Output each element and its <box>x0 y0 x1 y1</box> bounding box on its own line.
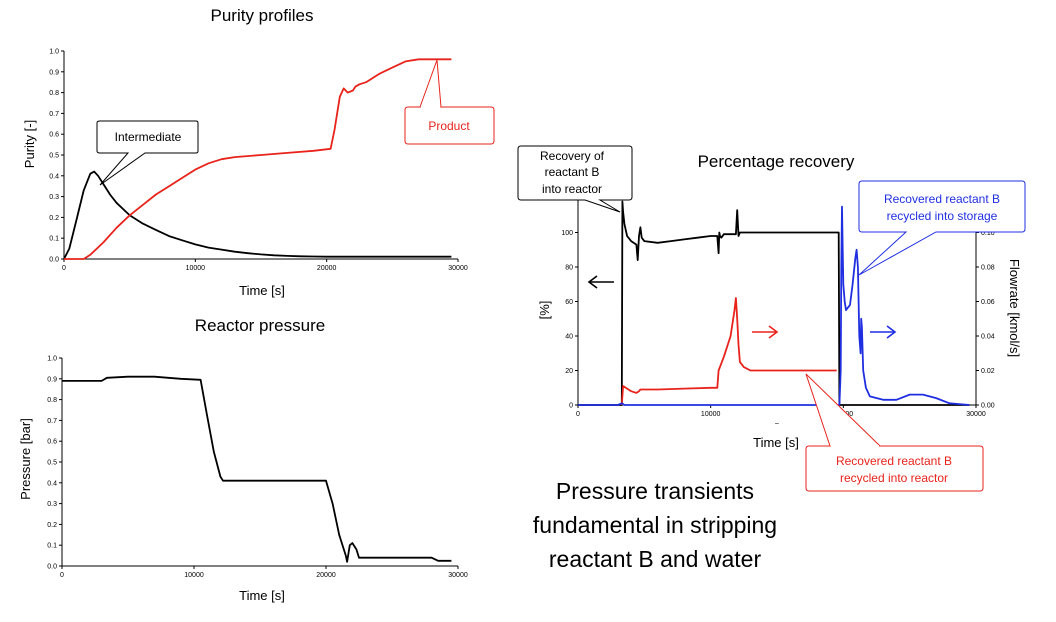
statement-line: fundamental in stripping <box>532 512 778 538</box>
y-tick-label: 0.1 <box>47 543 57 550</box>
x-tick-label: 10000 <box>186 265 206 272</box>
y-tick-label: 0.9 <box>47 376 57 383</box>
chart-title: Percentage recovery <box>698 152 855 171</box>
x-tick-label: 10000 <box>701 411 721 418</box>
y-tick-label: 0.1 <box>49 236 59 243</box>
y-tick-label: 0.8 <box>47 397 57 404</box>
plot-lines <box>62 375 452 563</box>
plot-lines <box>63 58 452 260</box>
callout-label-line: Recovery of <box>540 149 605 163</box>
y-tick-label: 0.8 <box>49 90 59 97</box>
percentage-recovery-chart: Percentage recovery Time [s] [%] Flowrat… <box>537 152 1022 450</box>
x-axis-label: Time [s] <box>239 283 285 298</box>
y-tick-label: 0.6 <box>49 132 59 139</box>
series-line-intermediate <box>63 170 452 260</box>
y-tick-label: 0.0 <box>49 257 59 264</box>
chart-title: Reactor pressure <box>195 316 325 335</box>
series-line-recovery-of-reactant-b-into-reactor <box>578 200 970 406</box>
y2-tick-label: 0.10 <box>981 230 995 237</box>
callout-product: Product <box>404 59 495 145</box>
y-tick-label: 0.0 <box>47 564 57 571</box>
callout-label-line: recycled into reactor <box>840 471 948 485</box>
key-statement: Pressure transients fundamental in strip… <box>505 474 805 576</box>
axes: 0 10000 20000 30000 0.0 0.1 0.2 0.3 0.4 0.5 0.6 0.7… <box>49 49 468 273</box>
callout-label: Product <box>428 119 470 133</box>
y-tick-label: 0.7 <box>49 111 59 118</box>
callout-label-line: Recovered reactant B <box>884 192 1000 206</box>
x-tick-label: 0 <box>62 265 66 272</box>
y-tick-label: 20 <box>565 368 573 375</box>
callout-recovery-into-reactor: Recovery of reactant B into reactor <box>517 145 633 213</box>
y-tick-label: 0.5 <box>49 153 59 160</box>
red-right-axis-arrow <box>752 325 779 339</box>
callout-label: Intermediate <box>115 130 182 144</box>
callout-intermediate: Intermediate <box>96 120 199 186</box>
y-tick-label: 0.6 <box>47 439 57 446</box>
y2-tick-label: 0.08 <box>981 265 995 272</box>
x-tick-label: 30000 <box>448 572 468 579</box>
left-axis-arrow <box>587 275 614 289</box>
y2-tick-label: 0.06 <box>981 299 995 306</box>
reactor-pressure-chart: Reactor pressure Time [s] Pressure [bar]… <box>18 316 468 603</box>
y-axis-label: [%] <box>537 301 552 320</box>
y-tick-label: 1.0 <box>47 356 57 363</box>
y-tick-label: 0.3 <box>47 501 57 508</box>
y2-tick-label: 0.02 <box>981 368 995 375</box>
x-tick-label: 10000 <box>184 572 204 579</box>
y-axis-label: Purity [-] <box>22 120 37 168</box>
y-tick-label: 0 <box>569 403 573 410</box>
y-tick-label: 40 <box>565 334 573 341</box>
y-tick-label: 0.5 <box>47 460 57 467</box>
y2-axis-label: Flowrate [kmol/s] <box>1007 259 1022 357</box>
chart-title: Purity profiles <box>211 6 314 25</box>
x-tick-label: 0 <box>576 411 580 418</box>
y-tick-label: 0.4 <box>47 480 57 487</box>
x-tick-label: 30000 <box>966 411 986 418</box>
callout-recycled-into-reactor: Recovered reactant B recycled into react… <box>805 373 984 492</box>
x-tick-label: 20000 <box>316 572 336 579</box>
y-tick-label: 0.4 <box>49 173 59 180</box>
x-axis-label: Time [s] <box>753 435 799 450</box>
series-line-recovered-reactant-b-recycled-into-storage <box>578 205 970 406</box>
x-tick-label: 20000 <box>317 265 337 272</box>
y-tick-label: 0.9 <box>49 69 59 76</box>
axes: 0 10000 20000 30000 0.0 0.1 0.2 0.3 0.4 0.5 0.6 0.7… <box>47 356 468 580</box>
x-tick-label: 30000 <box>448 265 468 272</box>
y-tick-label: 0.2 <box>47 522 57 529</box>
y-axis-label: Pressure [bar] <box>18 418 33 500</box>
y-tick-label: 1.0 <box>49 49 59 56</box>
callout-label-line: Recovered reactant B <box>836 454 952 468</box>
x-tick-label-partial: 00 <box>845 411 853 418</box>
x-axis-label: Time [s] <box>239 588 285 603</box>
y-tick-label: 100 <box>561 230 573 237</box>
y-tick-label: 80 <box>565 265 573 272</box>
y-tick-label: 60 <box>565 299 573 306</box>
series-line <box>62 375 452 563</box>
statement-line: reactant B and water <box>548 546 762 572</box>
y2-tick-label: 0.04 <box>981 334 995 341</box>
callout-label-line: recycled into storage <box>887 209 998 223</box>
x-tick-label: 0 <box>60 572 64 579</box>
callout-label-line: reactant B <box>545 165 600 179</box>
callout-label-line: into reactor <box>542 182 602 196</box>
series-line-product <box>64 58 452 260</box>
y-tick-label: 0.3 <box>49 194 59 201</box>
purity-profiles-chart: Purity profiles Time [s] Purity [-] 0 100… <box>22 6 468 298</box>
series-line-recovered-reactant-b-recycled-into-reactor <box>620 297 837 406</box>
y-tick-label: 0.7 <box>47 418 57 425</box>
statement-line: Pressure transients <box>555 478 755 504</box>
blue-right-axis-arrow <box>870 325 897 339</box>
y2-tick-label: 0.00 <box>981 403 995 410</box>
plot-lines <box>578 200 970 406</box>
y-tick-label: 0.2 <box>49 215 59 222</box>
x-axis-mark: – <box>775 420 779 427</box>
callout-recycled-into-storage: Recovered reactant B recycled into stora… <box>858 180 1026 276</box>
